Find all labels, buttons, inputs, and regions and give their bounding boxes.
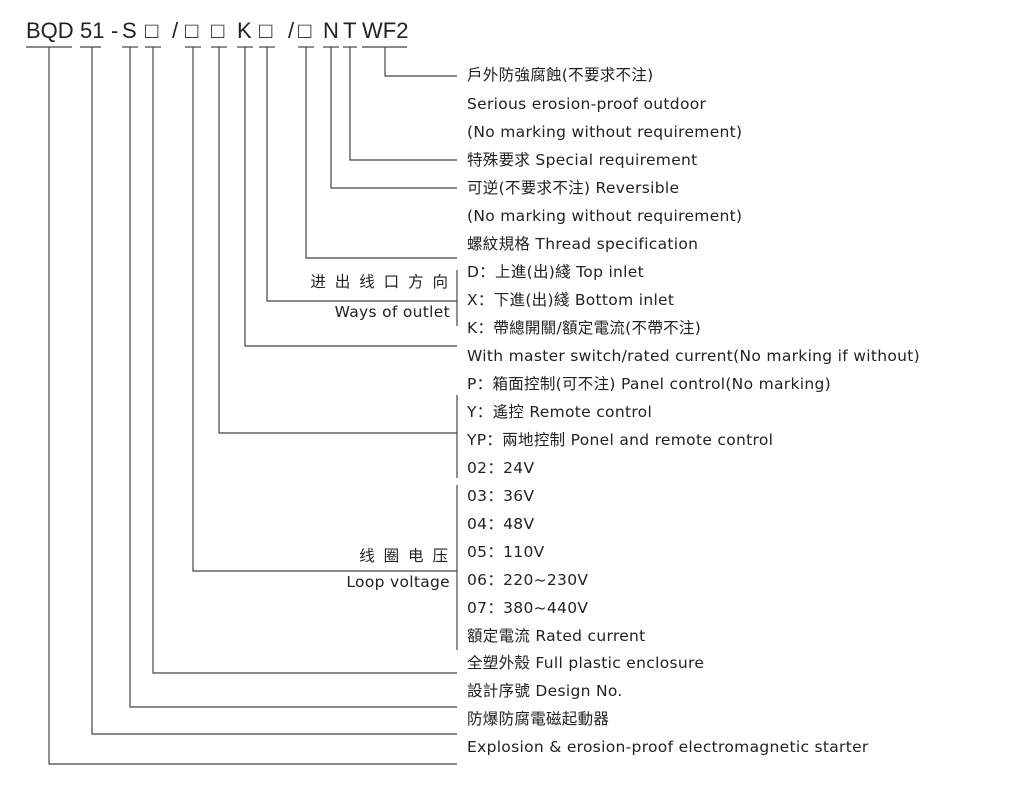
line-enclosure — [152, 47, 457, 674]
line-t — [349, 47, 457, 161]
legend-row: P：箱面控制(可不注) Panel control(No marking) — [467, 375, 831, 393]
legend-row: K：帶總開關/額定電流(不帶不注) — [467, 319, 702, 337]
line-voltage — [192, 47, 457, 572]
legend-row: Explosion & erosion-proof electromagneti… — [467, 738, 869, 756]
code-part: □ — [145, 18, 159, 43]
legend-row: 05：110V — [467, 543, 545, 561]
legend-row: Y：遙控 Remote control — [467, 403, 653, 421]
code-part: / — [288, 18, 295, 43]
legend-row: 可逆(不要求不注) Reversible — [467, 179, 680, 197]
line-outlet — [266, 47, 457, 302]
outlet-label-cn: 进 出 线 口 方 向 — [310, 273, 450, 291]
code-part: □ — [211, 18, 225, 43]
code-part: WF2 — [362, 18, 409, 43]
legend-row: YP：兩地控制 Ponel and remote control — [467, 431, 774, 449]
legend-row: 額定電流 Rated current — [467, 627, 646, 645]
legend-row: 03：36V — [467, 487, 535, 505]
code-part: / — [172, 18, 179, 43]
code-part: □ — [298, 18, 312, 43]
legend-row: With master switch/rated current(No mark… — [467, 347, 920, 365]
code-part: - — [111, 18, 119, 43]
outlet-label-en: Ways of outlet — [334, 303, 450, 321]
legend-row: (No marking without requirement) — [467, 207, 743, 225]
legend-row: 特殊要求 Special requirement — [467, 151, 698, 169]
legend-row: 螺紋規格 Thread specification — [467, 235, 699, 253]
code-part: BQD — [26, 18, 74, 43]
code-part: T — [343, 18, 357, 43]
legend-row: X：下進(出)綫 Bottom inlet — [467, 291, 675, 309]
line-control — [218, 47, 457, 434]
code-part: □ — [185, 18, 199, 43]
legend-row: 防爆防腐電磁起動器 — [467, 710, 610, 728]
legend-row: 戶外防強腐蝕(不要求不注) — [467, 66, 654, 84]
voltage-label-cn: 线 圈 电 压 — [359, 547, 450, 565]
legend-row: 07：380~440V — [467, 599, 589, 617]
line-wf2 — [384, 47, 457, 77]
line-design — [129, 47, 457, 708]
line-k — [244, 47, 457, 347]
legend-row: Serious erosion-proof outdoor — [467, 95, 707, 113]
legend-row: 02：24V — [467, 459, 535, 477]
voltage-label-en: Loop voltage — [346, 573, 450, 591]
line-n — [330, 47, 457, 189]
legend-row: 設計序號 Design No. — [467, 682, 623, 700]
legend-row: 全塑外殼 Full plastic enclosure — [467, 654, 705, 672]
code-part: N — [323, 18, 339, 43]
line-series — [91, 47, 457, 735]
legend-row: (No marking without requirement) — [467, 123, 743, 141]
code-part: 51 — [80, 18, 105, 43]
code-part: S — [122, 18, 137, 43]
legend-row: D：上進(出)綫 Top inlet — [467, 263, 644, 281]
line-product — [48, 47, 457, 765]
code-part: □ — [259, 18, 273, 43]
legend-row: 04：48V — [467, 515, 535, 533]
legend-row: 06：220~230V — [467, 571, 589, 589]
code-part: K — [237, 18, 252, 43]
line-thread — [305, 47, 457, 259]
